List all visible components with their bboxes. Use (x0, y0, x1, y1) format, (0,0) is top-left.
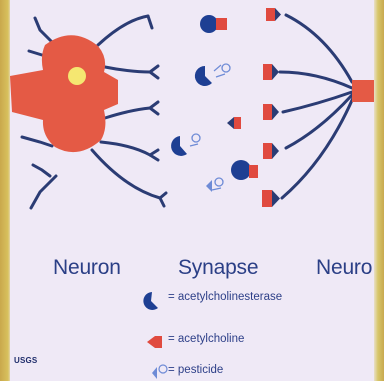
enzyme-bound-acetylcholine (231, 160, 258, 180)
enzyme-with-pesticide (195, 64, 230, 86)
free-acetylcholine (227, 117, 241, 129)
receptor-sites (262, 8, 281, 207)
acetylcholinesterase-icon (143, 292, 158, 310)
legend-acetylcholine: = acetylcholine (168, 333, 244, 345)
legend-acetylcholinesterase: = acetylcholinesterase (168, 291, 282, 303)
usgs-logo: USGS (14, 356, 37, 365)
free-pesticide (206, 178, 223, 192)
enzyme-bound-acetylcholine (200, 15, 227, 33)
right-neuron-dendrites (280, 15, 353, 198)
legend-pesticide: = pesticide (168, 364, 223, 376)
acetylcholine-icon (147, 336, 162, 348)
nucleus-highlight (68, 67, 86, 85)
left-neuron-body (10, 35, 118, 152)
pesticide-icon (152, 365, 167, 379)
enzyme-with-pesticide (171, 134, 200, 156)
synapse-label: Synapse (178, 256, 258, 280)
right-neuron-label: Neuron (316, 256, 372, 280)
right-neuron-body (352, 80, 374, 102)
left-neuron-label: Neuron (53, 256, 121, 280)
